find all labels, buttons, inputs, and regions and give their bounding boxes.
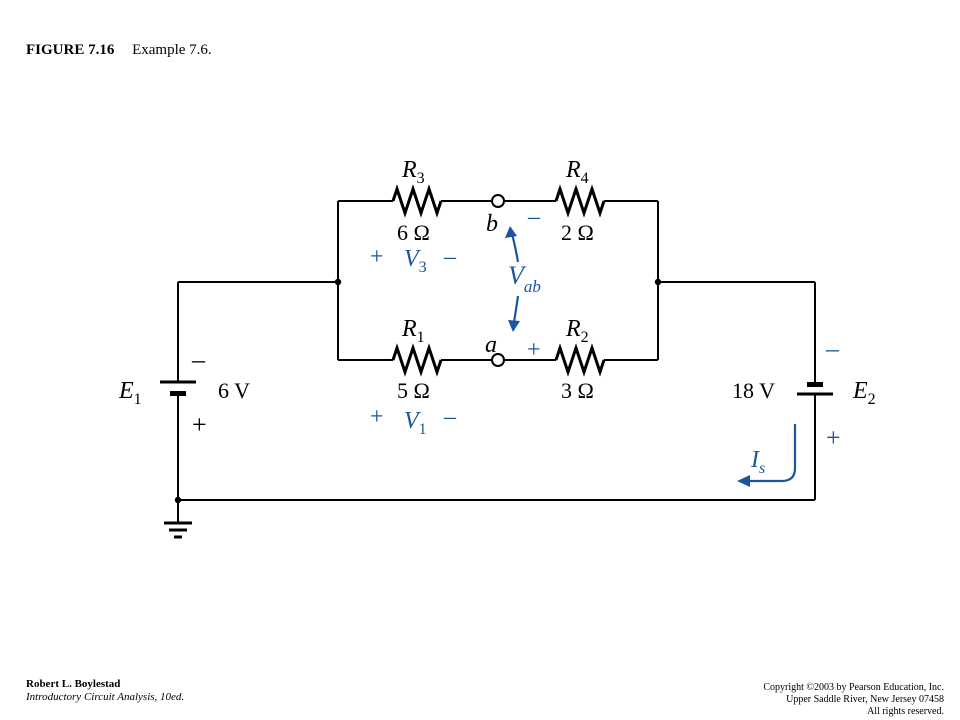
is-current-arrow [737, 424, 797, 487]
copyright-line-3: All rights reserved. [867, 706, 944, 717]
resistor-r2 [554, 343, 606, 377]
e1-bottom-polarity: + [192, 410, 207, 439]
v1-label: V1 [404, 408, 427, 438]
figure-title: Example 7.6. [132, 42, 212, 58]
copyright-line-1: Copyright ©2003 by Pearson Education, In… [763, 682, 944, 693]
junction-dot-ground [174, 496, 182, 504]
footer-book: Introductory Circuit Analysis, 10ed. [26, 691, 185, 703]
battery-e1 [160, 380, 196, 396]
r2-value: 3 Ω [561, 378, 594, 403]
vab-up-arrow [505, 226, 520, 263]
e2-top-polarity: – [825, 334, 840, 363]
resistor-r1 [391, 343, 443, 377]
v3-minus-sign: – [443, 244, 457, 270]
copyright-line-2: Upper Saddle River, New Jersey 07458 [786, 694, 944, 705]
terminal-a [491, 353, 505, 367]
r4-label: R4 [565, 157, 589, 187]
resistor-r4 [554, 184, 606, 218]
r4-minus-sign: – [527, 204, 541, 230]
vab-down-arrow [508, 295, 520, 332]
e2-label: E2 [852, 378, 876, 408]
r2-plus-sign: + [527, 337, 541, 363]
r1-label: R1 [401, 316, 425, 346]
r3-label: R3 [401, 157, 425, 187]
r3-value: 6 Ω [397, 220, 430, 245]
v3-label: V3 [404, 246, 427, 276]
terminal-b [491, 194, 505, 208]
node-b-label: b [486, 211, 498, 237]
v1-minus-sign: – [443, 404, 457, 430]
footer-author: Robert L. Boylestad [26, 678, 121, 690]
v1-plus-sign: + [370, 404, 384, 430]
node-a-label: a [485, 332, 497, 358]
e2-bottom-polarity: + [826, 423, 841, 452]
junction-dot-right [654, 278, 662, 286]
is-label: Is [750, 447, 765, 477]
footer-copyright: Copyright ©2003 by Pearson Education, In… [763, 682, 944, 718]
figure-number: FIGURE 7.16 [26, 42, 115, 58]
figure-caption: FIGURE 7.16 Example 7.6. [26, 42, 212, 59]
r4-value: 2 Ω [561, 220, 594, 245]
r2-label: R2 [565, 316, 589, 346]
ground-symbol [164, 521, 192, 539]
e1-label: E1 [118, 378, 142, 408]
vab-label: Vab [508, 261, 541, 296]
junction-dot-left [334, 278, 342, 286]
e2-value: 18 V [732, 378, 775, 403]
footer-credits: Robert L. Boylestad Introductory Circuit… [26, 678, 184, 704]
r1-value: 5 Ω [397, 378, 430, 403]
e1-top-polarity: – [191, 345, 206, 374]
battery-e2 [797, 382, 833, 396]
resistor-r3 [391, 184, 443, 218]
wires [177, 200, 816, 522]
v3-plus-sign: + [370, 244, 384, 270]
e1-value: 6 V [218, 378, 250, 403]
